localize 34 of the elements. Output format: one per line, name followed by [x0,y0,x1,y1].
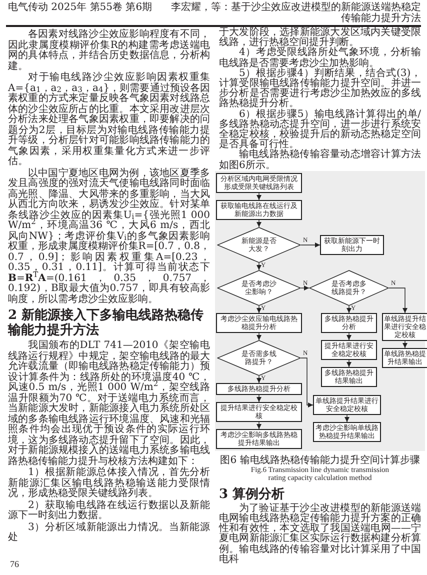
arrow [256,262,262,270]
body-paragraph: 2）获取输电线路在线运行数据以及新能源下一时刻出力数据。 [8,500,210,522]
arrow [346,332,352,340]
arrow [256,192,262,200]
body-paragraph: 5）根据步骤4）判断结果，结合式(3)，计算受限输电线路传输能力提升空间。并进一步分析是否需要进行考虑沙尘加热效应的多线路热稳提升分析。 [219,68,421,110]
body-paragraph: 以中国宁夏地区电网为例，该地区夏季多发且高强度的强对流天气使输电线路同时面临高光照、降温、大风带来的多重影响，当大风从西北方向吹来，易诱发沙尘效应。针对某单条线路沙尘效应的因素集U$_{i}$={强光照1 000 W/m$^{2}$，环境高温36 ℃，大风6 m/s，西北风向NW}；考虑评价集V$_{i}$的多气象因素影响权重，形成隶属度模糊评价集R=[0.7，0.8，0.7，0.9]；影响因素权重集A=[0.23，0.35，0.31，0.11]。计算可得当前状态下B=R$^{T}$A=(0.161，0.35，0.757，0.192)，B取最大值为0.757，即具有较高影响度，所以需考虑沙尘效应影响。 [8,168,210,305]
running-header: 李宏耀，等：基于沙尘效应改进模型的新能源送端热稳定传输能力提升方法 [170,2,421,24]
arrow [388,288,408,314]
section-heading: 2 新能源接入下多输电线路热稳传输能力提升方法 [8,308,205,338]
figure-caption: 图6 输电线路热稳传输能力提升空间计算步骤 [219,454,421,466]
running-header: 电气传动 2025年 第55卷 第6期 [8,2,152,13]
arrow [300,285,310,290]
body-paragraph: 1）根据新能源总体接入情况，首先分析新能源汇集区输电线路热稳输送能力受限情况，形成热稳受限关键线路列表。 [8,468,210,500]
arrow [256,220,262,228]
body-paragraph: 3）分析区域新能源出力情况。当新能源处 [8,522,210,544]
body-paragraph: 我国颁布的DLT 741—2010《架空输电线路运行规程》中规定，架空输电线路的最大允许载流量（即输电线路热稳定传输能力）预设计算条件为：线路所处的环境温度40 ℃，风速0.5 m/s，光照1 000 W/m$^{2}$，架空线路温升限额为70 ℃。对于送端电力系统而言，当新能源大发时，新能源接入电力系统所处区域的多条输电线路运行环境温度、风速和光辐照条件均会出现优于预设条件的实际运行环境，这为多线路动态提升留下了空间。因此，对于新能源规模接入的送端电力系统多输电线路热稳传输能力提升与校核方法构建如下： [8,341,210,466]
arrow [256,306,262,314]
body-paragraph: 各因素对线路沙尘效应影响程度有不同，因此隶属度模糊评价集R的构建需考虑送端电网的具体特点，并结合历史数据信息，分析构建。 [8,30,210,72]
arrow [346,306,352,314]
page-number: 76 [10,558,19,570]
arrow [256,394,262,402]
arrow [256,332,262,340]
arrow [300,358,314,408]
arrow [346,360,352,368]
body-paragraph: 输电线路热稳传输容量动态增容计算方法如图6所示。 [219,150,421,171]
section-heading: 3 算例分析 [219,486,286,502]
body-paragraph: 4）考虑受限线路所处气象环境，分析输电线路是否需要考虑沙尘加热影响。 [219,48,421,69]
arrow [344,414,350,422]
arrow [300,242,320,248]
body-paragraph: 为了验证基于沙尘改进模型的新能源送端电网输电线路热稳定传输能力提升方案的正确性和有效性，本文选取了我国送端电网——宁夏电网新能源汇集区实际运行数据构建分析算例。输电线路的传输容量对比计算采用了中国电科 [219,504,421,566]
arrow [402,340,408,348]
arrow [256,376,262,384]
body-paragraph: 对于输电线路沙尘效应影响因素权重集A={a$_{1}$，a$_{2}$，a$_{3}$，a$_{4}$}，则需要通过预设各因素权重的方式来定量反映各气象因素对线路总体的沙尘效应所占的比重。本文采用改进层次分析法来处理各气象因素权重，即要解决的问题分为2层，目标层为对输电线路传输能力提升等级，分析层针对可能影响线路传输能力的气象因素，采用权重集量化方式来进一步评估。 [8,73,210,168]
arrow [256,422,262,430]
